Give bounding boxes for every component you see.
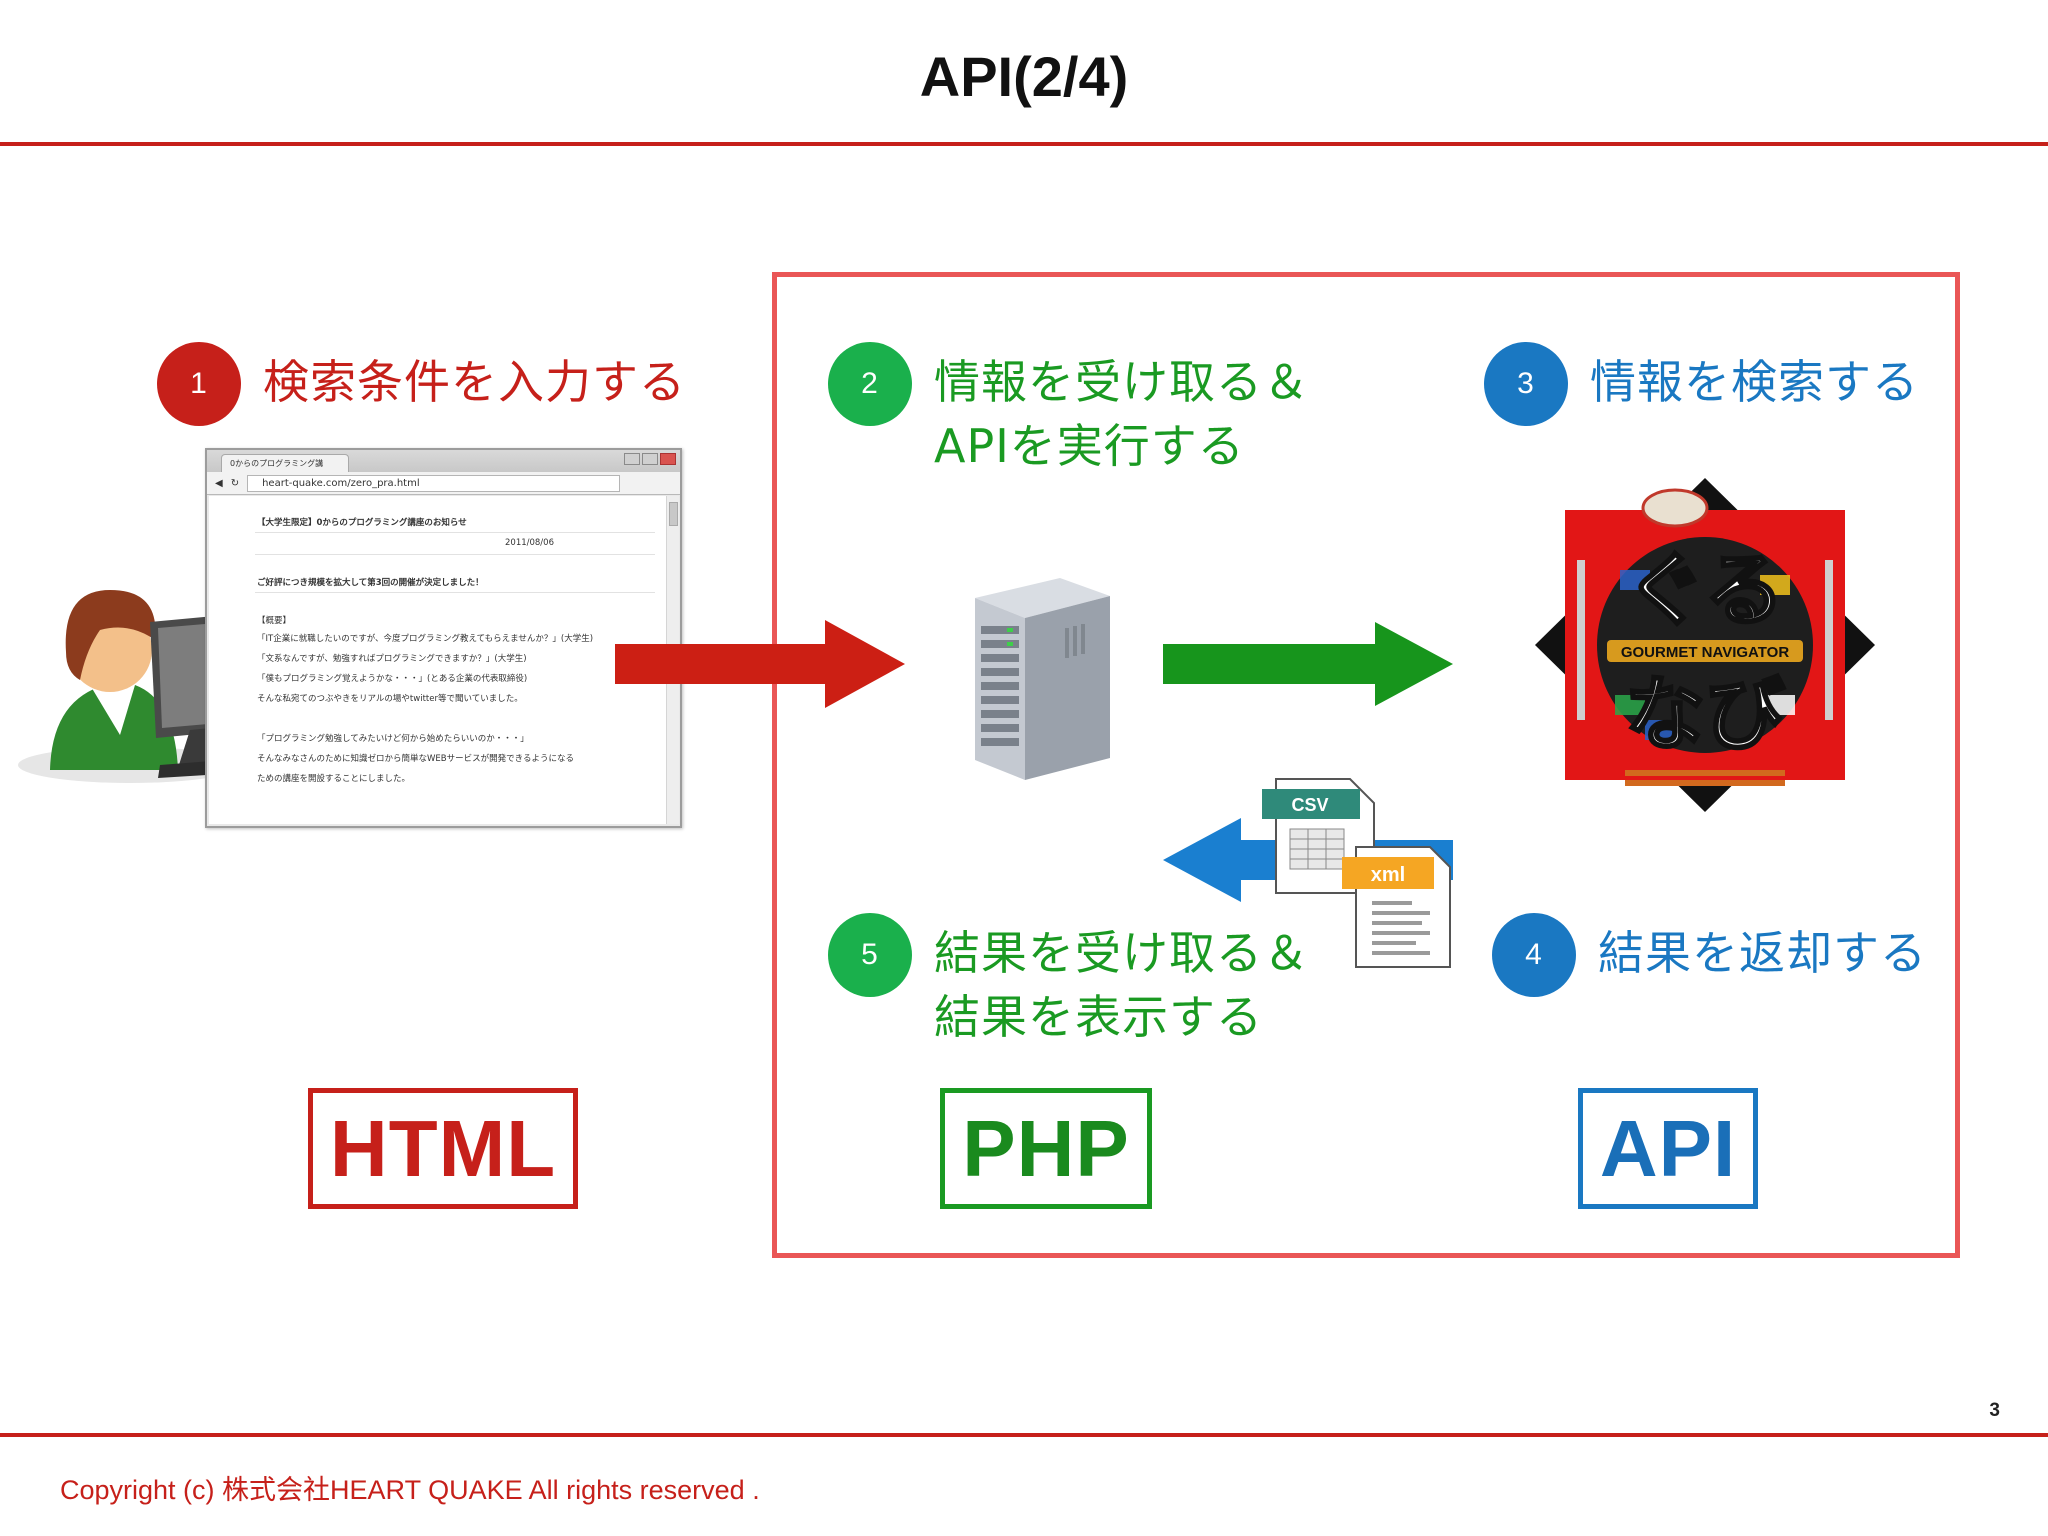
step-label: 結果を返却する <box>1598 926 1927 980</box>
back-icon[interactable]: ◀ <box>215 477 223 489</box>
step-number-badge: 1 <box>157 342 241 426</box>
browser-page-content: 【大学生限定】0からのプログラミング講座のお知らせ 2011/08/06 ご好評… <box>209 496 666 824</box>
page-text-line: ための講座を開設することにしました。 <box>257 774 411 784</box>
page-section-label: 【概要】 <box>257 616 292 626</box>
step-label: 検索条件を入力する <box>263 355 686 409</box>
divider <box>255 592 655 593</box>
page-title: API(2/4) <box>919 45 1129 108</box>
close-icon[interactable] <box>660 453 676 465</box>
data-files-icon: CSV xml <box>1262 775 1457 970</box>
browser-tab[interactable]: 0からのプログラミング講 <box>221 454 349 472</box>
reload-icon[interactable]: ↻ <box>230 477 240 489</box>
step-number-badge: 3 <box>1484 342 1568 426</box>
page-text-line: 「僕もプログラミング覚えようかな・・・」(とある企業の代表取締役) <box>257 674 528 684</box>
step-4: 4 結果を返却する <box>1492 913 1927 997</box>
step-number-badge: 4 <box>1492 913 1576 997</box>
step-3: 3 情報を検索する <box>1484 342 1919 426</box>
browser-window: 0からのプログラミング講 ◀ ↻ heart-quake.com/zero_pr… <box>205 448 682 828</box>
page-text-line: そんな私宛てのつぶやきをリアルの場やtwitter等で聞いていました。 <box>257 694 523 704</box>
server-icon <box>965 568 1115 788</box>
browser-tab-bar: 0からのプログラミング講 <box>207 450 680 472</box>
window-controls <box>624 453 676 465</box>
header-divider <box>0 142 2048 146</box>
page-date: 2011/08/06 <box>505 538 554 548</box>
divider <box>255 554 655 555</box>
xml-label: xml <box>1371 864 1405 886</box>
step-5: 5 結果を受け取る＆ 結果を表示する <box>828 913 1310 1049</box>
page-text-line: そんなみなさんのために知識ゼロから簡単なWEBサービスが開発できるようになる <box>257 754 574 764</box>
step-1: 1 検索条件を入力する <box>157 342 686 426</box>
gurunavi-logo: ぐる GOURMET NAVIGATOR なび <box>1525 470 1885 820</box>
scrollbar-thumb[interactable] <box>669 502 678 526</box>
php-label: PHP <box>940 1088 1152 1209</box>
step-2: 2 情報を受け取る＆ APIを実行する <box>828 342 1310 478</box>
page-text-line: 「プログラミング勉強してみたいけど何から始めたらいいのか・・・」 <box>257 734 529 744</box>
step-number-badge: 2 <box>828 342 912 426</box>
step-label: 結果を受け取る＆ 結果を表示する <box>934 926 1310 1044</box>
server-side-frame <box>772 272 1960 1258</box>
page-heading: 【大学生限定】0からのプログラミング講座のお知らせ <box>257 518 467 528</box>
page-text-line: 「IT企業に就職したいのですが、今度プログラミング教えてもらえませんか？」(大学… <box>257 634 594 644</box>
html-label: HTML <box>308 1088 578 1209</box>
page-text-line: 「文系なんですが、勉強すればプログラミングできますか？」(大学生) <box>257 654 527 664</box>
request-arrow <box>615 620 905 708</box>
step-label: 情報を検索する <box>1590 355 1919 409</box>
page-number: 3 <box>1989 1400 2000 1421</box>
logo-bottom-text: なび <box>1625 668 1785 761</box>
address-bar[interactable]: heart-quake.com/zero_pra.html <box>247 474 620 492</box>
csv-label: CSV <box>1291 795 1328 815</box>
copyright-text: Copyright (c) 株式会社HEART QUAKE All rights… <box>60 1475 760 1505</box>
divider <box>255 532 655 533</box>
footer-divider <box>0 1433 2048 1437</box>
logo-top-text: ぐる <box>1626 544 1784 637</box>
maximize-icon[interactable] <box>642 453 658 465</box>
api-label: API <box>1578 1088 1758 1209</box>
minimize-icon[interactable] <box>624 453 640 465</box>
logo-banner-text: GOURMET NAVIGATOR <box>1621 644 1790 661</box>
browser-toolbar: ◀ ↻ heart-quake.com/zero_pra.html <box>207 472 680 495</box>
step-number-badge: 5 <box>828 913 912 997</box>
page-notice: ご好評につき規模を拡大して第3回の開催が決定しました！ <box>257 578 484 588</box>
step-label: 情報を受け取る＆ APIを実行する <box>934 355 1310 473</box>
api-call-arrow <box>1163 622 1453 706</box>
